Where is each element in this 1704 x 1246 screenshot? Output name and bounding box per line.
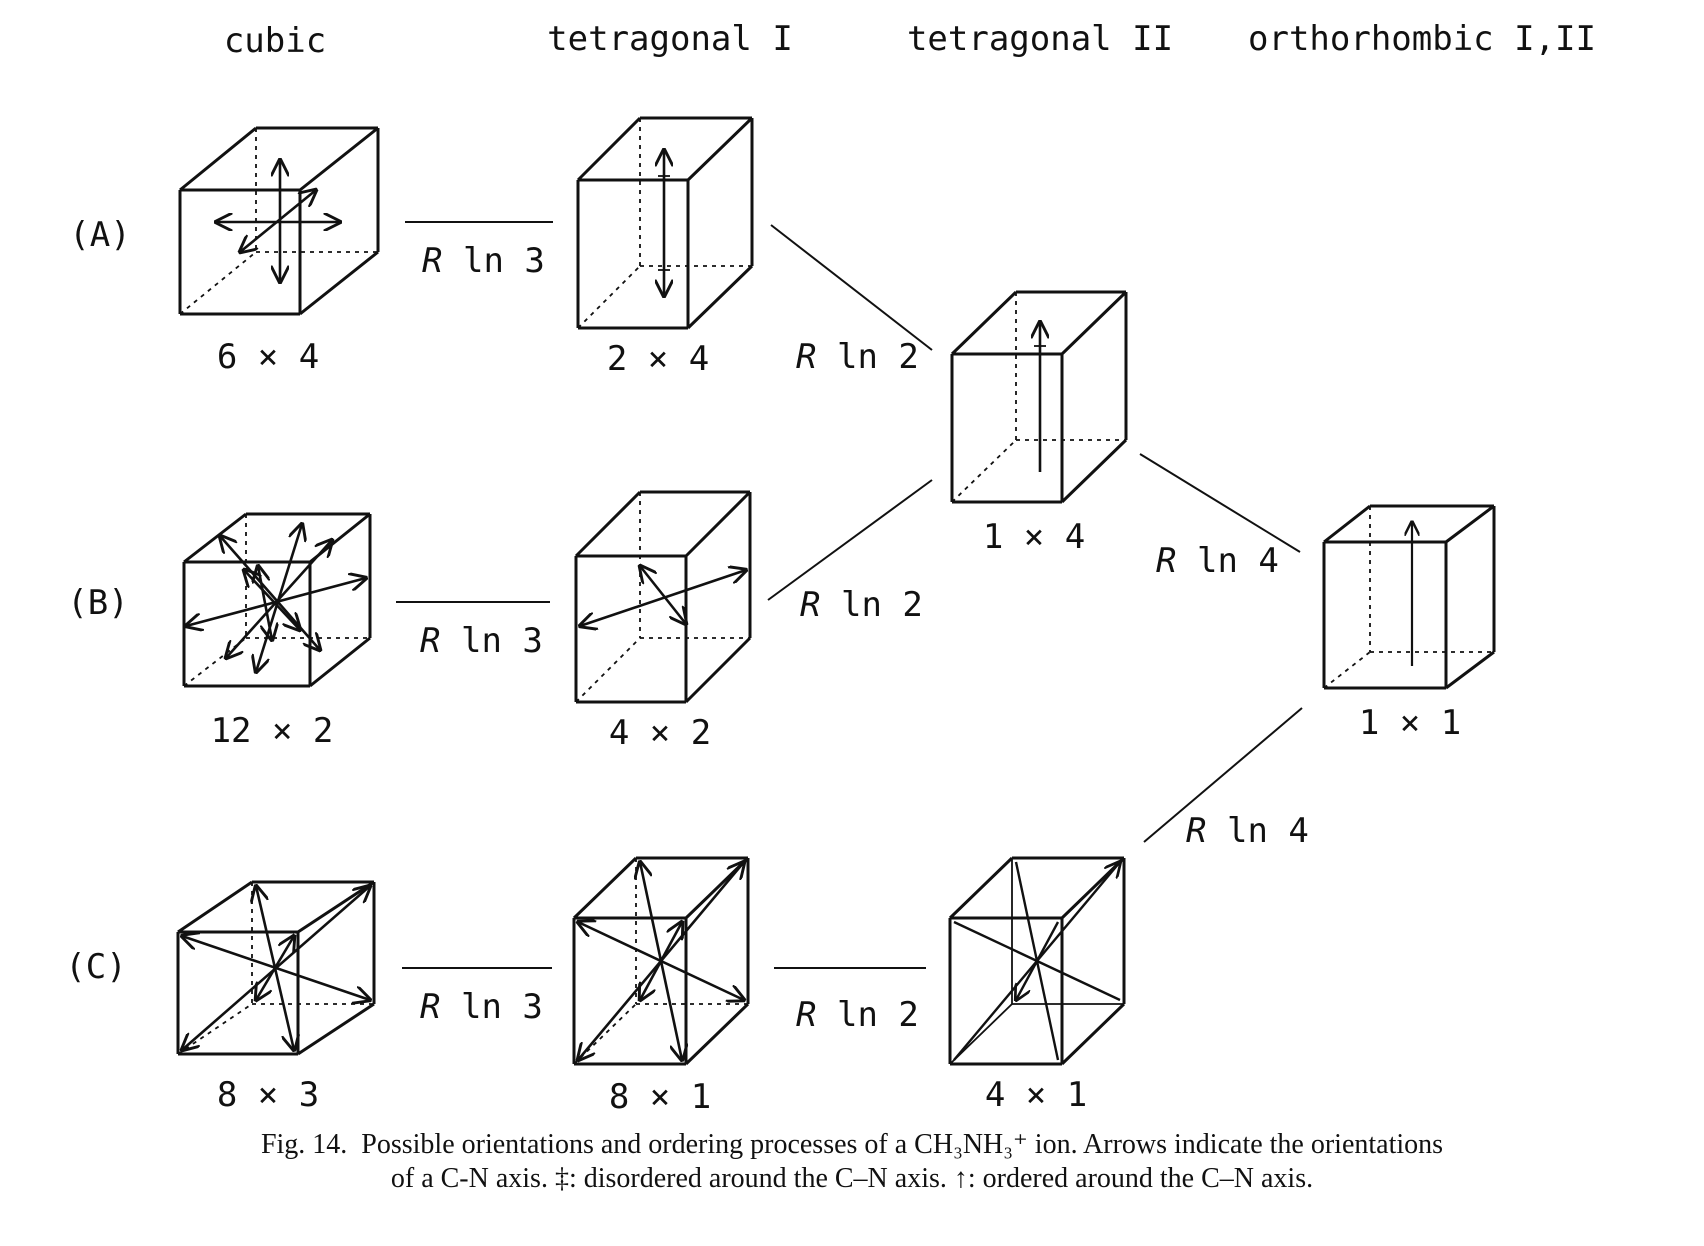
link-c-tet2-ortho: [1143, 707, 1303, 843]
link-tet2-ortho: [1139, 453, 1301, 553]
count-a-cubic: 6 × 4: [217, 337, 319, 377]
cube-a-tetragonal-i: [576, 116, 754, 330]
link-a-tet1-tet2: [770, 224, 933, 351]
column-header-cubic: cubic: [224, 21, 326, 61]
cube-c-tetragonal-i: [572, 856, 750, 1066]
count-c-cubic: 8 × 3: [217, 1075, 319, 1115]
link-b-tet1-tet2: [767, 479, 933, 601]
count-c-tetragonal-i: 8 × 1: [609, 1077, 711, 1117]
cube-b-tetragonal-i: [574, 490, 752, 704]
count-c-tetragonal-ii: 4 × 1: [985, 1075, 1087, 1115]
entropy-label-a-cubic-tet1: R ln 3: [422, 241, 545, 281]
column-header-tetragonal-ii: tetragonal II: [907, 19, 1173, 59]
entropy-label-b-tet1-tet2: R ln 2: [800, 585, 923, 625]
row-label-b: (B): [67, 583, 128, 623]
cube-b-cubic: [184, 512, 372, 688]
count-a-tetragonal-i: 2 × 4: [607, 339, 709, 379]
row-label-a: (A): [69, 215, 130, 255]
entropy-label-tet2-ortho: R ln 4: [1156, 541, 1279, 581]
count-b-tetragonal-i: 4 × 2: [609, 713, 711, 753]
count-b-cubic: 12 × 2: [211, 711, 334, 751]
entropy-label-b-cubic-tet1: R ln 3: [420, 621, 543, 661]
figure-caption: Fig. 14. Possible orientations and order…: [0, 1128, 1704, 1196]
entropy-label-c-cubic-tet1: R ln 3: [420, 987, 543, 1027]
entropy-label-c-tet1-tet2: R ln 2: [796, 995, 919, 1035]
caption-line-1: Fig. 14. Possible orientations and order…: [260, 1129, 1444, 1160]
column-header-orthorhombic: orthorhombic I,II: [1248, 19, 1596, 59]
cube-a-cubic: [178, 126, 380, 316]
cube-c-tetragonal-ii: [948, 856, 1126, 1066]
row-label-c: (C): [65, 947, 126, 987]
entropy-label-c-tet2-ortho: R ln 4: [1186, 811, 1309, 851]
cube-orthorhombic: [1322, 504, 1496, 690]
cube-tetragonal-ii: [950, 290, 1128, 504]
count-tetragonal-ii: 1 × 4: [983, 517, 1085, 557]
column-header-tetragonal-i: tetragonal I: [547, 19, 793, 59]
entropy-label-a-tet1-tet2: R ln 2: [796, 337, 919, 377]
cube-c-cubic: [176, 880, 376, 1056]
caption-line-2: of a C-N axis. ‡: disordered around the …: [390, 1163, 1314, 1194]
count-orthorhombic: 1 × 1: [1359, 703, 1461, 743]
